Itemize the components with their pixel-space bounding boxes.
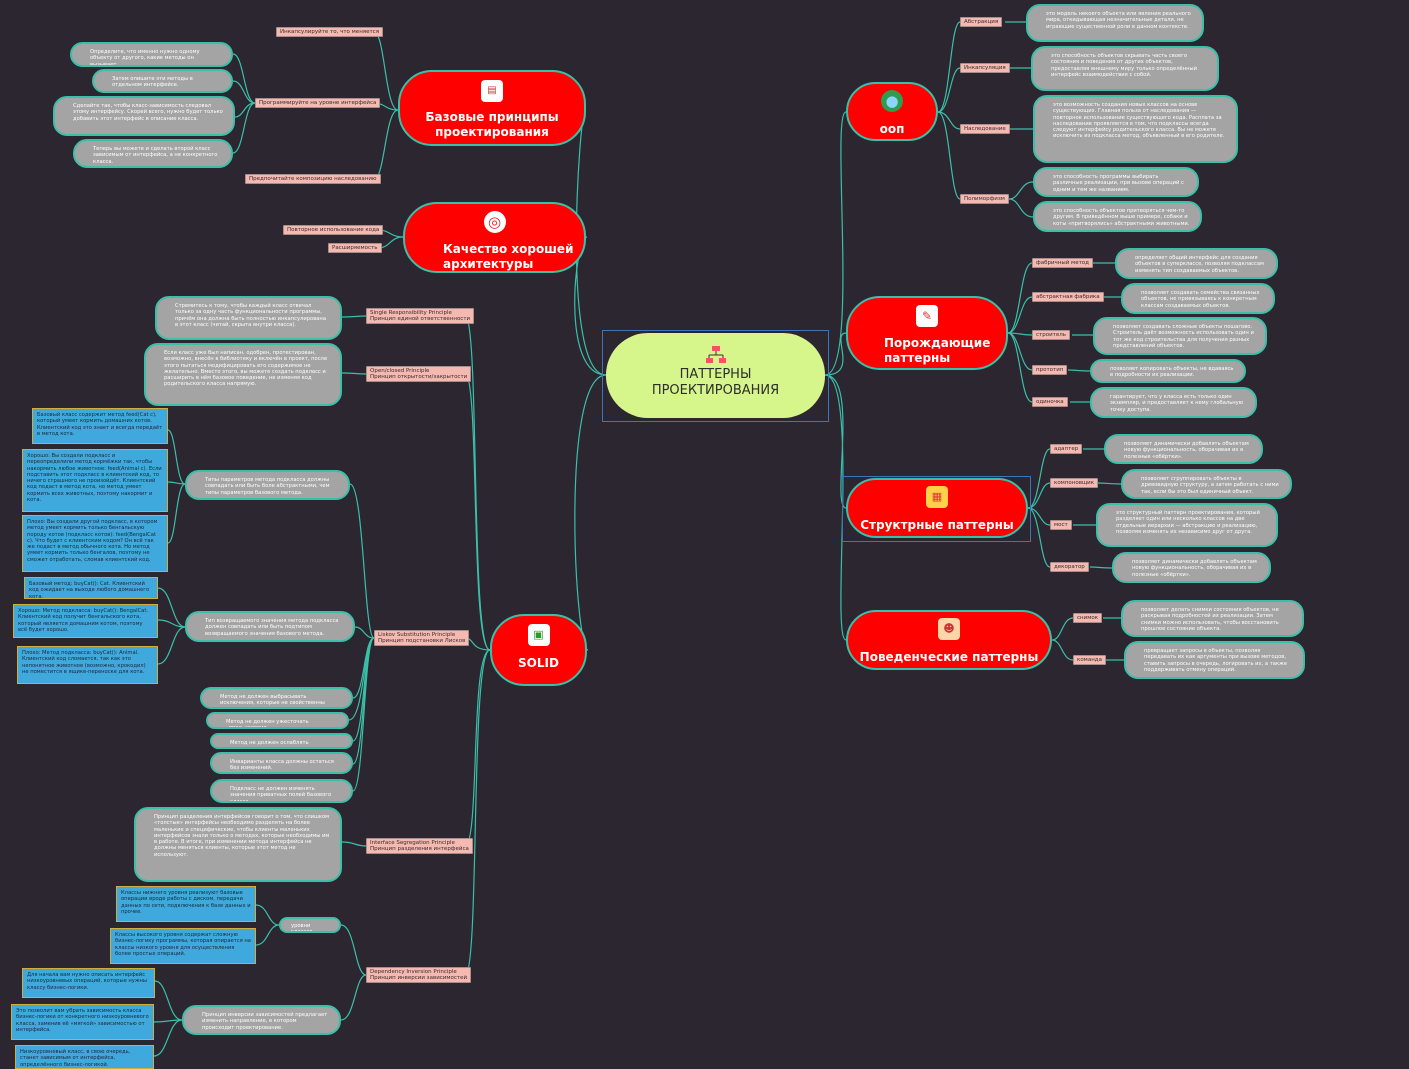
note-inheritance: это возможность создания новых классов н… (1033, 95, 1238, 163)
target-icon: ◎ (483, 211, 506, 233)
note-dip-step-2: Это позволит вам убрать зависимость клас… (11, 1004, 154, 1040)
note-ocp: Если класс уже был написан, одобрен, про… (144, 343, 342, 406)
tools-icon: ✎ (916, 305, 938, 327)
note-dip-principle: Принцип инверсии зависимостей предлагает… (182, 1005, 341, 1035)
central-topic[interactable]: ПАТТЕРНЫ ПРОЕКТИРОВАНИЯ (606, 333, 825, 418)
note-class-levels: уровни классов (279, 917, 341, 933)
creational-title-line2: паттерны (884, 351, 951, 365)
note-base-4: Теперь вы можете и сделать второй класс … (73, 139, 233, 168)
note-lsp-rule-1: Метод не должен выбрасывать исключения, … (200, 687, 353, 709)
note-memento: позволяет делать снимки состояния объект… (1121, 600, 1304, 637)
note-lsp-rule-4: Инварианты класса должны остаться без из… (210, 752, 353, 774)
quality-title-line1: Качество хорошей (443, 242, 574, 256)
flowchart-icon (606, 345, 825, 367)
team-icon: ☻ (938, 618, 960, 640)
document-icon: ▤ (481, 80, 503, 102)
quality-title-line2: архитектуры (443, 257, 534, 271)
note-encapsulation: это способность объектов скрывать часть … (1031, 46, 1219, 91)
base-title-line1: Базовые принципы (425, 110, 559, 124)
topic-structural-patterns[interactable]: ▦ Структрные паттерны (846, 478, 1028, 538)
note-abstract-factory: позволяет создавать семейства связанных … (1121, 283, 1275, 314)
note-prototype: позволяет копировать объекты, не вдаваяс… (1090, 359, 1246, 383)
note-dip-level-1: Классы нижнего уровня реализуют базовые … (116, 886, 256, 922)
note-factory-method: определяет общий интерфейс для создания … (1115, 248, 1278, 279)
note-singleton: гарантирует, что у класса есть только од… (1090, 387, 1257, 418)
note-adapter: позволяет динамически добавлять объектам… (1104, 434, 1263, 464)
note-dip-step-3: Низкоуровневый класс, в свою очередь, ст… (15, 1045, 154, 1069)
label-code-reuse[interactable]: Повторное использование кода (283, 225, 384, 236)
note-lsp-param-1: Базовый класс содержит метод feed(Cat c)… (32, 408, 168, 444)
structural-title: Структрные паттерны (860, 518, 1014, 532)
label-inheritance[interactable]: Наследование (960, 124, 1010, 135)
label-polymorphism[interactable]: Полиморфизм (960, 194, 1009, 205)
behavioral-title: Поведенческие паттерны (859, 650, 1039, 664)
label-builder[interactable]: строитель (1032, 330, 1071, 341)
label-factory-method[interactable]: фабричный метод (1032, 258, 1093, 269)
note-bridge: это структурный паттерн проектирования, … (1096, 503, 1278, 547)
label-abstract-factory[interactable]: абстрактная фабрика (1032, 292, 1104, 303)
creational-title-line1: Порождающие (884, 336, 991, 350)
note-lsp-rule-5: Подкласс не должен изменять значения при… (210, 779, 353, 803)
center-selection-frame (602, 330, 829, 422)
central-title-line1: ПАТТЕРНЫ (679, 367, 752, 382)
presentation-icon: ▣ (527, 624, 550, 646)
label-memento[interactable]: снимок (1073, 613, 1103, 624)
label-encapsulation[interactable]: Инкапсуляция (960, 63, 1010, 74)
central-title-line2: ПРОЕКТИРОВАНИЯ (651, 383, 780, 398)
topic-behavioral-patterns[interactable]: ☻ Поведенческие паттерны (846, 610, 1052, 670)
label-singleton[interactable]: одиночка (1032, 397, 1068, 408)
note-dip-step-1: Для начала вам нужно описать интерфейс н… (22, 968, 155, 998)
note-lsp-ret-3: Плохо: Метод подкласса: buyCat(): Animal… (17, 646, 158, 684)
globe-icon: ● (881, 90, 903, 112)
label-program-to-interface[interactable]: Программируйте на уровне интерфейса (255, 98, 381, 109)
label-extensibility[interactable]: Расширяемость (328, 243, 382, 254)
label-bridge[interactable]: мост (1050, 520, 1072, 531)
note-lsp-params: Типы параметров метода подкласса должны … (185, 470, 350, 500)
label-encapsulate-change[interactable]: Инкапсулируйте то, что меняется (276, 27, 384, 38)
structural-selection-frame (842, 476, 1031, 542)
label-composition-over-inheritance[interactable]: Предпочитайте композицию наследованию (245, 174, 381, 185)
note-base-3: Сделайте так, чтобы класс-зависимость сл… (53, 96, 235, 136)
note-composite: позволяет сгруппировать объекты в древов… (1121, 469, 1292, 499)
note-abstraction: это модель некоего объекта или явления р… (1026, 4, 1204, 42)
note-lsp-rule-2: Метод не должен ужесточать _пред_условия… (206, 712, 349, 729)
label-adapter[interactable]: адаптер (1050, 444, 1083, 455)
oop-title: ооп (879, 122, 905, 136)
label-command[interactable]: команда (1073, 655, 1106, 666)
note-lsp-ret-2: Хорошо: Метод подкласса: buyCat(): Benga… (13, 604, 158, 638)
note-decorator: позволяет динамически добавлять объектам… (1112, 552, 1271, 583)
topic-oop[interactable]: ● ооп (846, 82, 938, 141)
note-lsp-param-3: Плохо: Вы создали другой подкласс, в кот… (22, 515, 168, 572)
note-lsp-rule-3: Метод не должен ослаблять _пост_условия. (210, 733, 353, 749)
label-abstraction[interactable]: Абстракция (960, 17, 1003, 28)
topic-solid[interactable]: ▣ SOLID (490, 614, 587, 686)
label-composite[interactable]: компоновщик (1050, 478, 1099, 489)
note-command: превращает запросы в объекты, позволяя п… (1124, 641, 1305, 679)
note-lsp-return: Тип возвращаемого значения метода подкла… (185, 611, 355, 642)
note-polymorphism-2: это способность объектов притворяться че… (1033, 201, 1202, 232)
label-prototype[interactable]: прототип (1032, 365, 1068, 376)
solid-title: SOLID (518, 656, 559, 670)
note-base-2: Затем опишите эти методы в отдельном инт… (92, 69, 233, 93)
base-title-line2: проектирования (435, 125, 549, 139)
note-base-1: Определите, что именно нужно одному объе… (70, 42, 233, 67)
note-polymorphism-1: это способность программы выбирать разли… (1033, 167, 1199, 197)
note-lsp-ret-1: Базовый метод: buyCat(): Cat. Клиентский… (24, 577, 158, 599)
note-dip-level-2: Классы высокого уровня содержат сложную … (110, 928, 256, 964)
blocks-icon: ▦ (926, 486, 948, 508)
note-lsp-param-2: Хорошо: Вы создали подкласс и переопреде… (22, 449, 168, 512)
label-decorator[interactable]: декоратор (1050, 562, 1089, 573)
note-srp: Стремитесь к тому, чтобы каждый класс от… (155, 296, 342, 340)
note-builder: позволяет создавать сложные объекты поша… (1093, 317, 1267, 355)
note-isp: Принцип разделения интерфейсов говорит о… (134, 807, 342, 882)
